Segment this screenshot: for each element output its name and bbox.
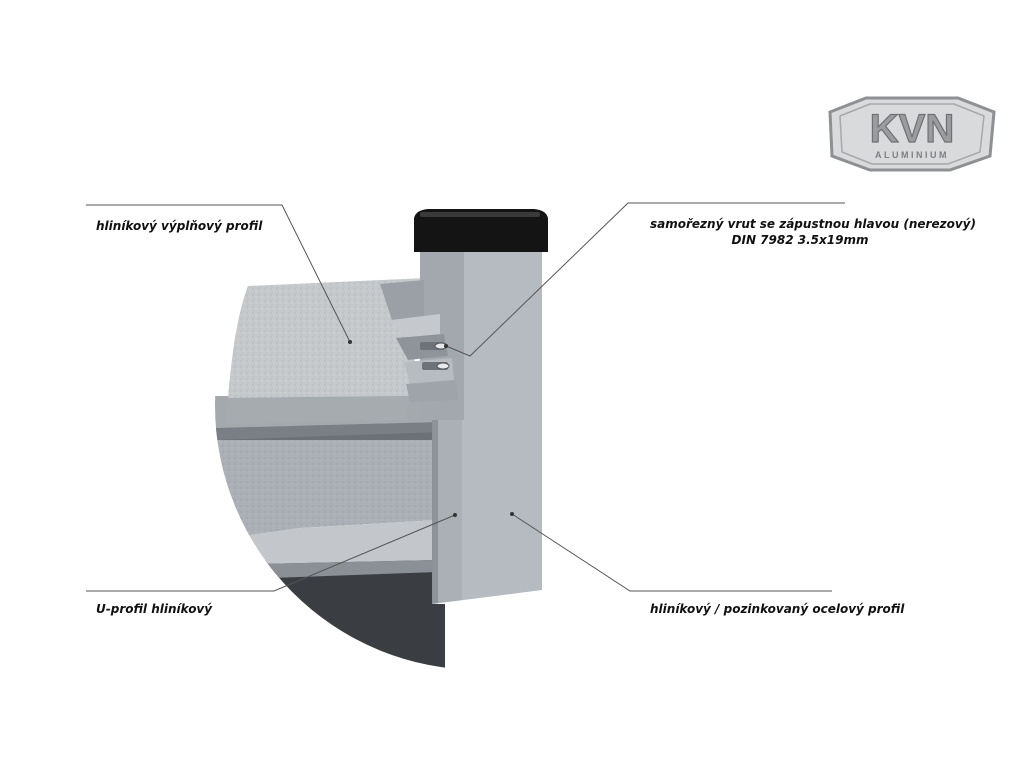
upper-slat-top xyxy=(228,278,425,398)
post-bottom-curve xyxy=(432,590,542,604)
logo-frame-inner xyxy=(839,103,985,165)
upper-slat-front-edge xyxy=(226,396,410,424)
post-cap xyxy=(414,209,548,252)
leader-lines xyxy=(86,202,845,592)
post-front xyxy=(462,252,542,604)
panel-gap-lower xyxy=(215,560,445,670)
logo-text: KVN xyxy=(870,107,954,151)
u-profile-edge xyxy=(432,420,438,604)
kvn-logo: KVN ALUMINIUM xyxy=(828,96,996,172)
upper-slat-underside xyxy=(215,422,440,440)
label-screw-line2: DIN 7982 3.5x19mm xyxy=(731,233,869,247)
lower-slat-top xyxy=(215,428,438,540)
label-screw: samořezný vrut se zápustnou hlavou (nere… xyxy=(650,216,976,248)
label-u-profile: U-profil hliníkový xyxy=(96,602,213,616)
screw-head-2 xyxy=(436,362,450,370)
post-cap-highlight xyxy=(420,212,540,217)
lower-slat-front xyxy=(215,520,438,565)
leader-u-profile xyxy=(86,514,456,592)
label-screw-line1: samořezný vrut se zápustnou hlavou (nere… xyxy=(650,217,976,231)
leader-post xyxy=(511,513,832,592)
label-fill-profile: hliníkový výplňový profil xyxy=(96,219,263,233)
fill-profile-clips xyxy=(380,280,458,402)
leader-screw xyxy=(445,202,845,357)
cutaway-view xyxy=(215,396,445,670)
screws xyxy=(434,342,450,370)
label-post-profile: hliníkový / pozinkovaný ocelový profil xyxy=(650,602,905,616)
logo-subtext: ALUMINIUM xyxy=(875,150,949,160)
logo-frame-outer xyxy=(828,96,996,172)
leader-fill-profile xyxy=(86,204,351,343)
leader-dots xyxy=(348,340,514,517)
post-cap-body xyxy=(414,209,548,252)
